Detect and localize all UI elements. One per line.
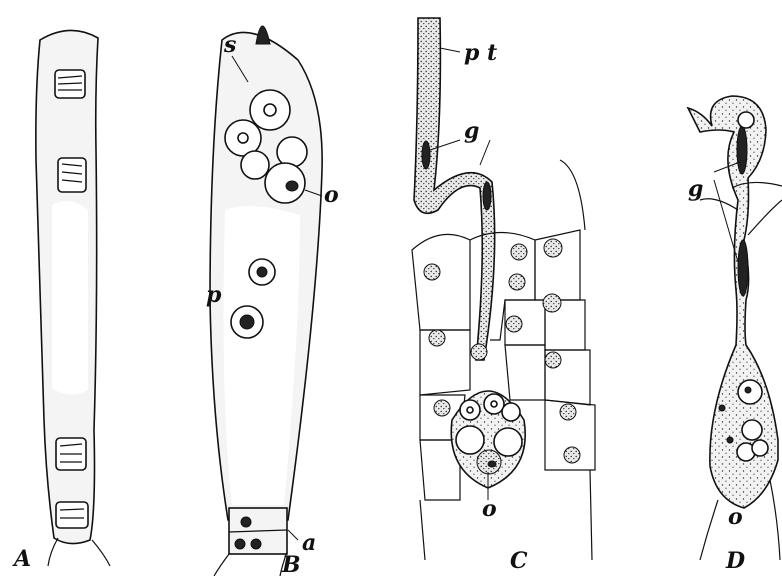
sperm-d2 [738,240,748,296]
antipodal-cells-b [214,508,287,576]
panel-d: g o D [688,96,782,574]
panel-c-label: C [510,548,528,574]
panel-a-label: A [12,546,31,572]
sperm-c1 [422,141,430,169]
leader-g [430,140,490,165]
tube-b-tip [256,26,270,44]
nucleus-group-a1 [55,70,85,98]
nucleus-group-a4 [56,502,88,528]
label-pt: p t [464,40,497,66]
pollen-tube-c [414,18,495,360]
panel-c: p t g o C [412,18,595,574]
panel-d-label: D [725,548,745,574]
nucleus-group-a3 [56,438,86,470]
label-o: o [324,182,339,208]
label-oc: o [482,496,497,522]
label-p: p [206,282,222,308]
pollen-tube-a-vacuole [52,201,88,395]
panel-a: A [12,30,110,572]
label-od: o [728,504,743,530]
label-gd: g [688,176,703,202]
label-a: a [302,530,316,556]
panel-b-label: B [281,552,301,576]
tube-nucleus-d [738,112,754,128]
sperm-c2 [483,182,491,210]
nucellus-cells-c [412,160,595,560]
nucleus-group-a2 [58,158,86,192]
leader-a [288,530,298,540]
panel-b: s o p a B [206,26,339,576]
label-g: g [464,118,479,144]
leader-pt [440,48,460,52]
label-s: s [223,32,236,58]
sperm-d1 [737,126,747,174]
